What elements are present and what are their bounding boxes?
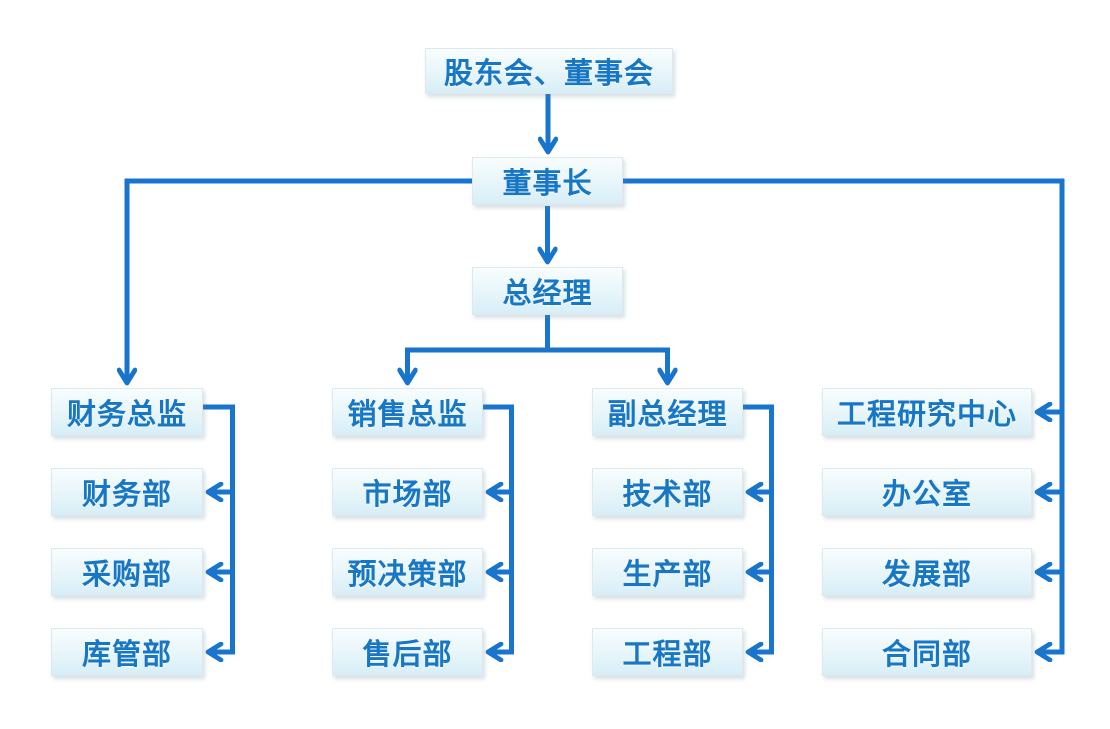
connector-gm-to-sales-director — [408, 347, 548, 383]
connector-chairman-to-right-column — [623, 178, 1065, 652]
node-production-dept: 生产部 — [592, 548, 743, 596]
node-technology-dept: 技术部 — [592, 468, 743, 516]
node-finance-director: 财务总监 — [51, 388, 203, 436]
node-sales-director: 销售总监 — [332, 388, 483, 436]
node-contract-dept: 合同部 — [822, 628, 1032, 676]
connector-sales-spine — [483, 404, 514, 652]
node-budget-decision-dept: 预决策部 — [332, 548, 483, 596]
node-chairman: 董事长 — [472, 157, 623, 205]
node-deputy-general-manager: 副总经理 — [592, 388, 743, 436]
node-general-manager: 总经理 — [472, 267, 623, 315]
connector-gm-to-deputy-gm — [547, 347, 668, 383]
connector-finance-spine — [203, 404, 235, 652]
node-engineering-dept: 工程部 — [592, 628, 743, 676]
node-engineering-research-center: 工程研究中心 — [822, 388, 1032, 436]
node-warehouse-dept: 库管部 — [51, 628, 203, 676]
node-shareholders-board: 股东会、董事会 — [425, 48, 673, 94]
node-development-dept: 发展部 — [822, 548, 1032, 596]
connector-deputy-spine — [743, 404, 774, 652]
node-office: 办公室 — [822, 468, 1032, 516]
connector-chairman-to-finance-director — [127, 178, 472, 383]
node-purchasing-dept: 采购部 — [51, 548, 203, 596]
node-marketing-dept: 市场部 — [332, 468, 483, 516]
node-finance-dept: 财务部 — [51, 468, 203, 516]
node-after-sales-dept: 售后部 — [332, 628, 483, 676]
